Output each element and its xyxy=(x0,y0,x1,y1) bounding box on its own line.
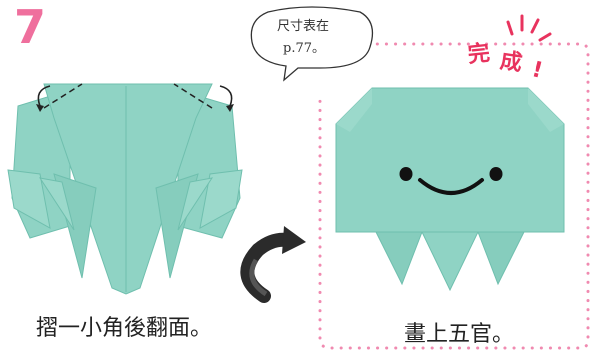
caption-draw-face: 畫上五官。 xyxy=(404,322,515,347)
flip-arrow-icon xyxy=(240,226,306,303)
caption-fold-corner: 摺一小角後翻面。 xyxy=(36,316,213,341)
fold-arrow-right-icon xyxy=(219,85,234,112)
smile xyxy=(418,178,484,195)
right-eye xyxy=(489,167,503,181)
step-number: 7 xyxy=(14,0,47,54)
complete-char-1: 完 xyxy=(466,40,492,69)
finished-jellyfish xyxy=(335,87,565,292)
left-eye xyxy=(399,167,413,181)
folded-model-back xyxy=(7,83,243,295)
speech-bubble xyxy=(250,6,374,82)
complete-char-2: 成 xyxy=(498,48,524,77)
fold-arrow-left-icon xyxy=(36,85,51,112)
speech-bubble-line1: 尺寸表在 xyxy=(277,19,330,34)
speech-bubble-line2: p.77。 xyxy=(283,41,325,56)
complete-burst-icon xyxy=(506,14,552,42)
